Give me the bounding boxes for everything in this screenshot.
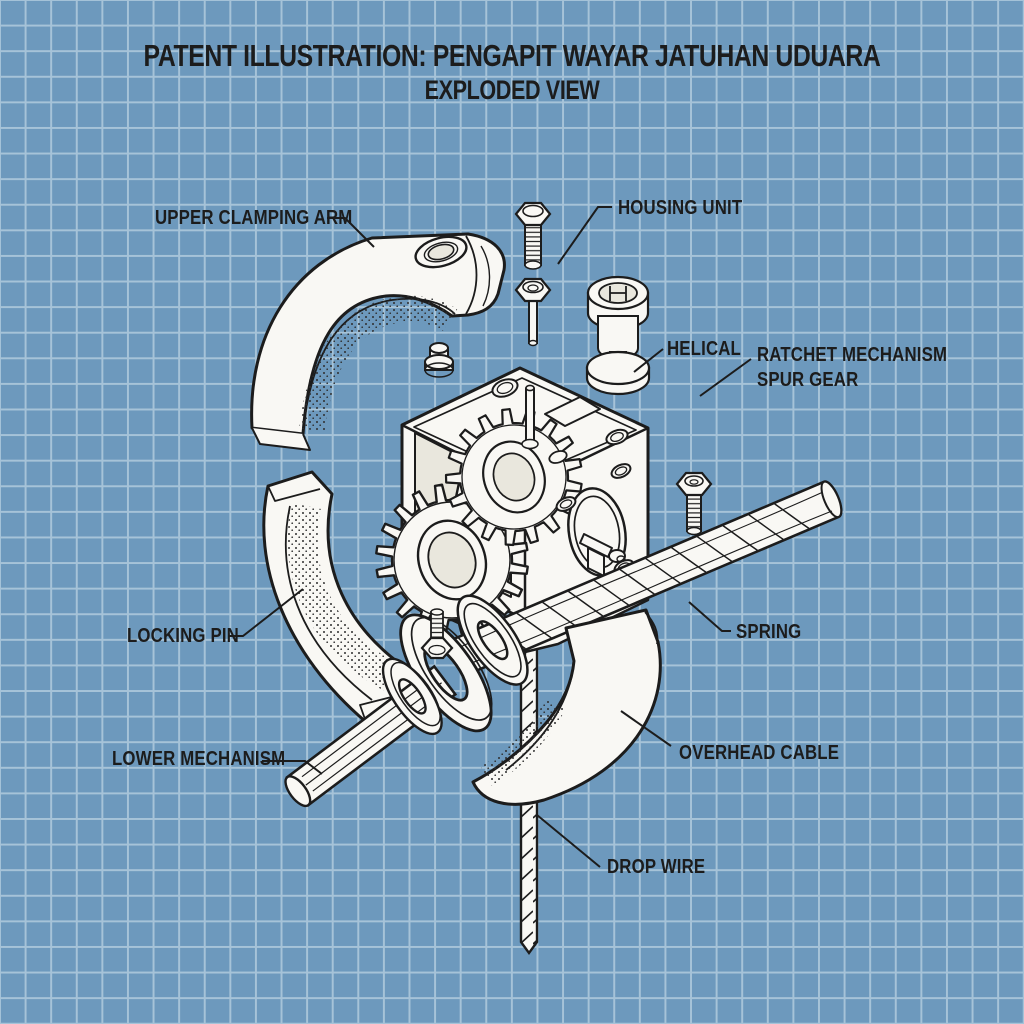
leader-upper-clamping-arm: [327, 217, 375, 248]
leader-spring: [688, 601, 731, 632]
upper-clamping-arm-part: [250, 232, 506, 451]
gear-small: [444, 408, 583, 547]
leader-ratchet-mechanism: [699, 358, 752, 397]
label-lower-mechanism: LOWER MECHANISM: [112, 748, 286, 770]
label-housing-unit: HOUSING UNIT: [618, 197, 743, 219]
leader-drop-wire: [536, 814, 601, 868]
title-line2: EXPLODED VIEW: [424, 75, 600, 105]
label-overhead-cable: OVERHEAD CABLE: [679, 742, 840, 764]
label-helical: HELICAL: [667, 338, 741, 360]
overhead-cable-part: [284, 480, 843, 808]
hook-arm-part: [471, 608, 662, 806]
leader-helical: [633, 348, 664, 373]
axle-pin: [521, 384, 539, 450]
hex-bolt-inverted: [420, 608, 454, 660]
label-ratchet-mechanism: RATCHET MECHANISM SPUR GEAR: [757, 343, 947, 393]
hex-bolt-right: [675, 471, 713, 536]
leader-overhead-cable: [620, 710, 672, 747]
stud-cap: [424, 342, 454, 378]
helical-spool-part: [585, 275, 651, 396]
label-locking-pin: LOCKING PIN: [127, 625, 239, 647]
housing-top-details: [491, 378, 629, 464]
leader-housing-unit: [557, 206, 612, 265]
collar-washers-part: [381, 594, 529, 736]
leader-lower-mechanism: [262, 760, 323, 775]
title-block: PATENT ILLUSTRATION: PENGAPIT WAYAR JATU…: [0, 38, 1024, 106]
ratchet-recess: [567, 487, 627, 577]
label-drop-wire: DROP WIRE: [607, 856, 706, 878]
hex-nut-pin: [514, 277, 552, 347]
leader-lines: [228, 206, 752, 868]
label-ratchet-line2: SPUR GEAR: [757, 369, 859, 391]
label-ratchet-line1: RATCHET MECHANISM: [757, 344, 948, 366]
label-spring: SPRING: [736, 621, 802, 643]
hex-bolt-top: [514, 201, 552, 270]
label-upper-clamping-arm: UPPER CLAMPING ARM: [155, 207, 353, 229]
title-line1: PATENT ILLUSTRATION: PENGAPIT WAYAR JATU…: [143, 38, 881, 73]
leader-locking-pin: [228, 588, 304, 637]
